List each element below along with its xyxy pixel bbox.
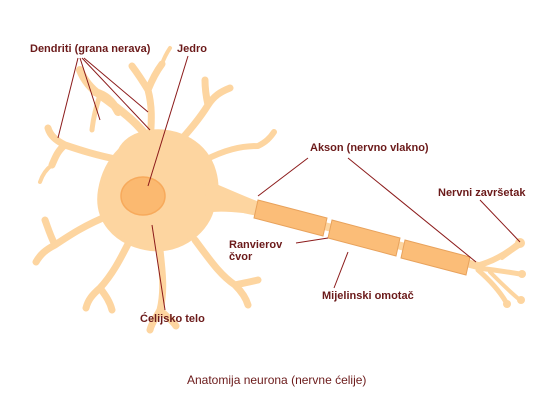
terminal-buttons	[503, 238, 526, 308]
leader-axon-2	[347, 157, 477, 263]
label-myelin: Mijelinski omotač	[322, 290, 414, 302]
leader-cell-body	[151, 224, 166, 311]
label-nerve-ending: Nervni završetak	[438, 187, 526, 199]
leader-node	[295, 237, 329, 244]
label-cell-body: Ćelijsko telo	[140, 313, 205, 325]
label-node-line1: Ranvierov	[229, 239, 283, 251]
myelin-sheath	[253, 199, 471, 276]
leader-axon	[257, 157, 309, 197]
leader-myelin	[333, 251, 349, 289]
label-node-line2: čvor	[229, 251, 253, 263]
leader-dendrites-3	[81, 57, 151, 131]
myelin-segment-1	[253, 199, 328, 237]
label-dendrites: Dendriti (grana nerava)	[30, 43, 151, 55]
leader-nucleus	[147, 55, 189, 187]
leader-nerve-ending	[479, 199, 521, 243]
leader-dendrites-2	[79, 57, 101, 121]
nucleus-shape	[120, 176, 166, 216]
myelin-segment-2	[327, 219, 401, 257]
leader-lines	[57, 55, 521, 311]
myelin-segment-3	[400, 239, 471, 276]
leader-dendrites-1	[57, 57, 79, 139]
label-axon: Akson (nervno vlakno)	[310, 142, 429, 154]
axon-terminals	[473, 241, 524, 305]
label-nucleus: Jedro	[177, 43, 207, 55]
leader-dendrites-4	[83, 57, 149, 113]
diagram-caption: Anatomija neurona (nervne ćelije)	[187, 373, 367, 387]
axon-hillock	[204, 179, 259, 215]
